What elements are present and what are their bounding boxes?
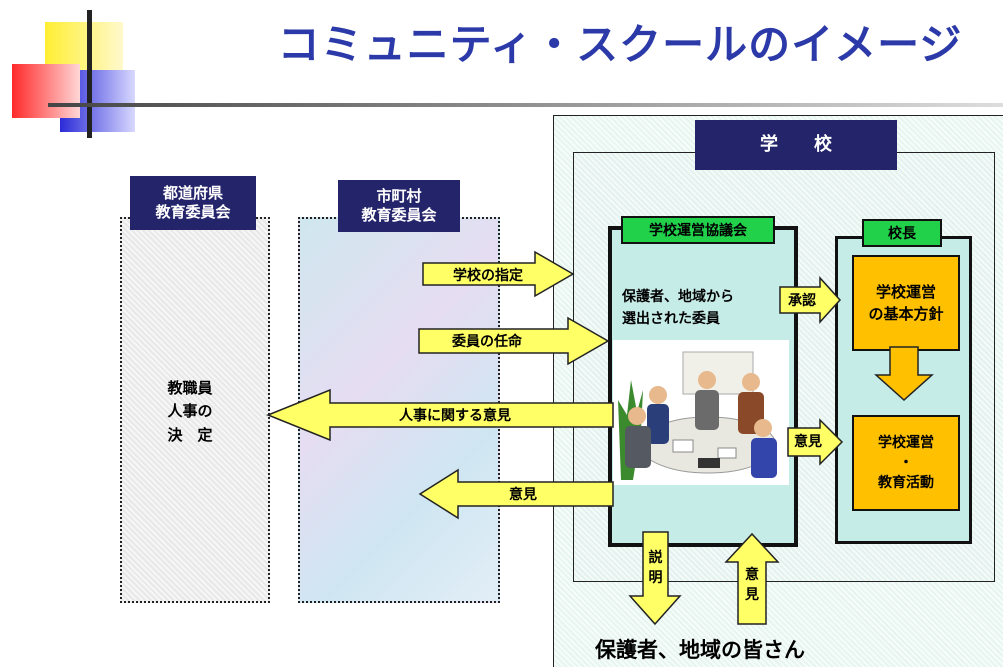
opinion-to-activity-label: 意見 bbox=[794, 434, 822, 450]
policy-box: 学校運営 の基本方針 bbox=[852, 255, 960, 351]
designation-label: 学校の指定 bbox=[453, 268, 523, 284]
opinion-up-arrow bbox=[724, 532, 780, 625]
prefecture-board-column bbox=[120, 217, 270, 603]
school-label: 学 校 bbox=[695, 120, 897, 170]
meeting-illustration bbox=[613, 340, 789, 485]
logo-squares-icon bbox=[12, 10, 135, 138]
explanation-label: 説 明 bbox=[648, 550, 663, 586]
opinion-to-activity-arrow bbox=[787, 418, 844, 466]
personnel-opinion-label: 人事に関する意見 bbox=[399, 408, 511, 424]
activity-box: 学校運営 ・ 教育活動 bbox=[852, 415, 960, 511]
logo-decoration bbox=[0, 0, 160, 140]
principal-label: 校長 bbox=[862, 219, 942, 247]
explanation-arrow bbox=[628, 531, 682, 626]
opinion-to-municipal-arrow bbox=[418, 468, 614, 520]
policy-down-arrow bbox=[874, 346, 934, 402]
approval-label: 承認 bbox=[788, 293, 816, 309]
approval-arrow bbox=[779, 276, 842, 324]
meeting-people-icon bbox=[618, 351, 777, 480]
prefecture-board-label: 都道府県 教育委員会 bbox=[130, 176, 256, 230]
municipal-board-label: 市町村 教育委員会 bbox=[338, 180, 460, 232]
page-title: コミュニティ・スクールのイメージ bbox=[277, 20, 963, 69]
opinion-to-municipal-label: 意見 bbox=[509, 487, 537, 503]
appointment-arrow bbox=[418, 316, 610, 366]
appointment-label: 委員の任命 bbox=[452, 334, 522, 350]
opinion-up-label: 意 見 bbox=[745, 567, 759, 603]
personnel-opinion-arrow bbox=[265, 388, 614, 442]
designation-arrow bbox=[422, 250, 575, 298]
council-members-text: 保護者、地域から 選出された委員 bbox=[622, 289, 734, 328]
title-underline bbox=[48, 103, 1003, 107]
personnel-decision-label: 教職員 人事の 決 定 bbox=[167, 379, 213, 444]
council-title: 学校運営協議会 bbox=[621, 216, 775, 244]
community-label: 保護者、地域の皆さん bbox=[595, 638, 805, 662]
